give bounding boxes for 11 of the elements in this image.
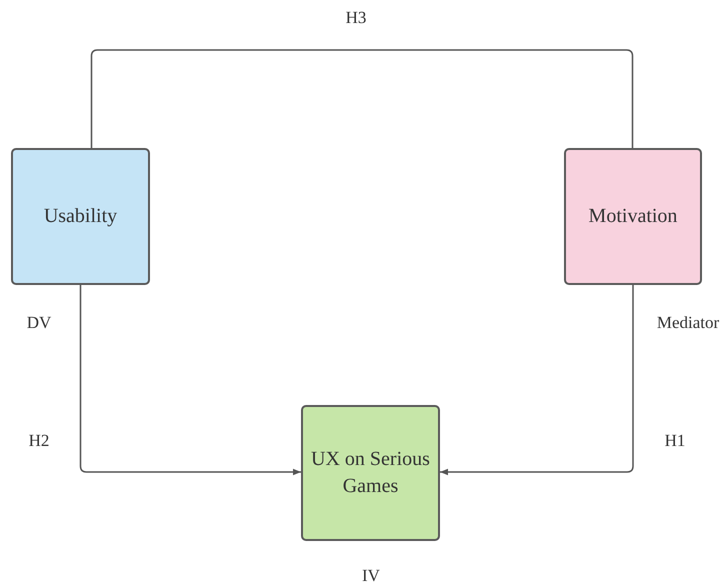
variable-box: Usability: [11, 148, 150, 285]
hypothesis-label: H3: [346, 8, 366, 28]
variable-box: Motivation: [564, 148, 702, 285]
connector-arrow: [440, 285, 634, 476]
role-label: DV: [26, 313, 52, 333]
variable-box: UX on Serious Games: [301, 405, 440, 541]
hypothesis-label: H2: [28, 431, 50, 451]
connector-arrow: [80, 285, 301, 476]
role-label: IV: [362, 566, 380, 586]
hypothesis-label: H1: [664, 431, 686, 451]
role-label: Mediator: [656, 313, 720, 333]
